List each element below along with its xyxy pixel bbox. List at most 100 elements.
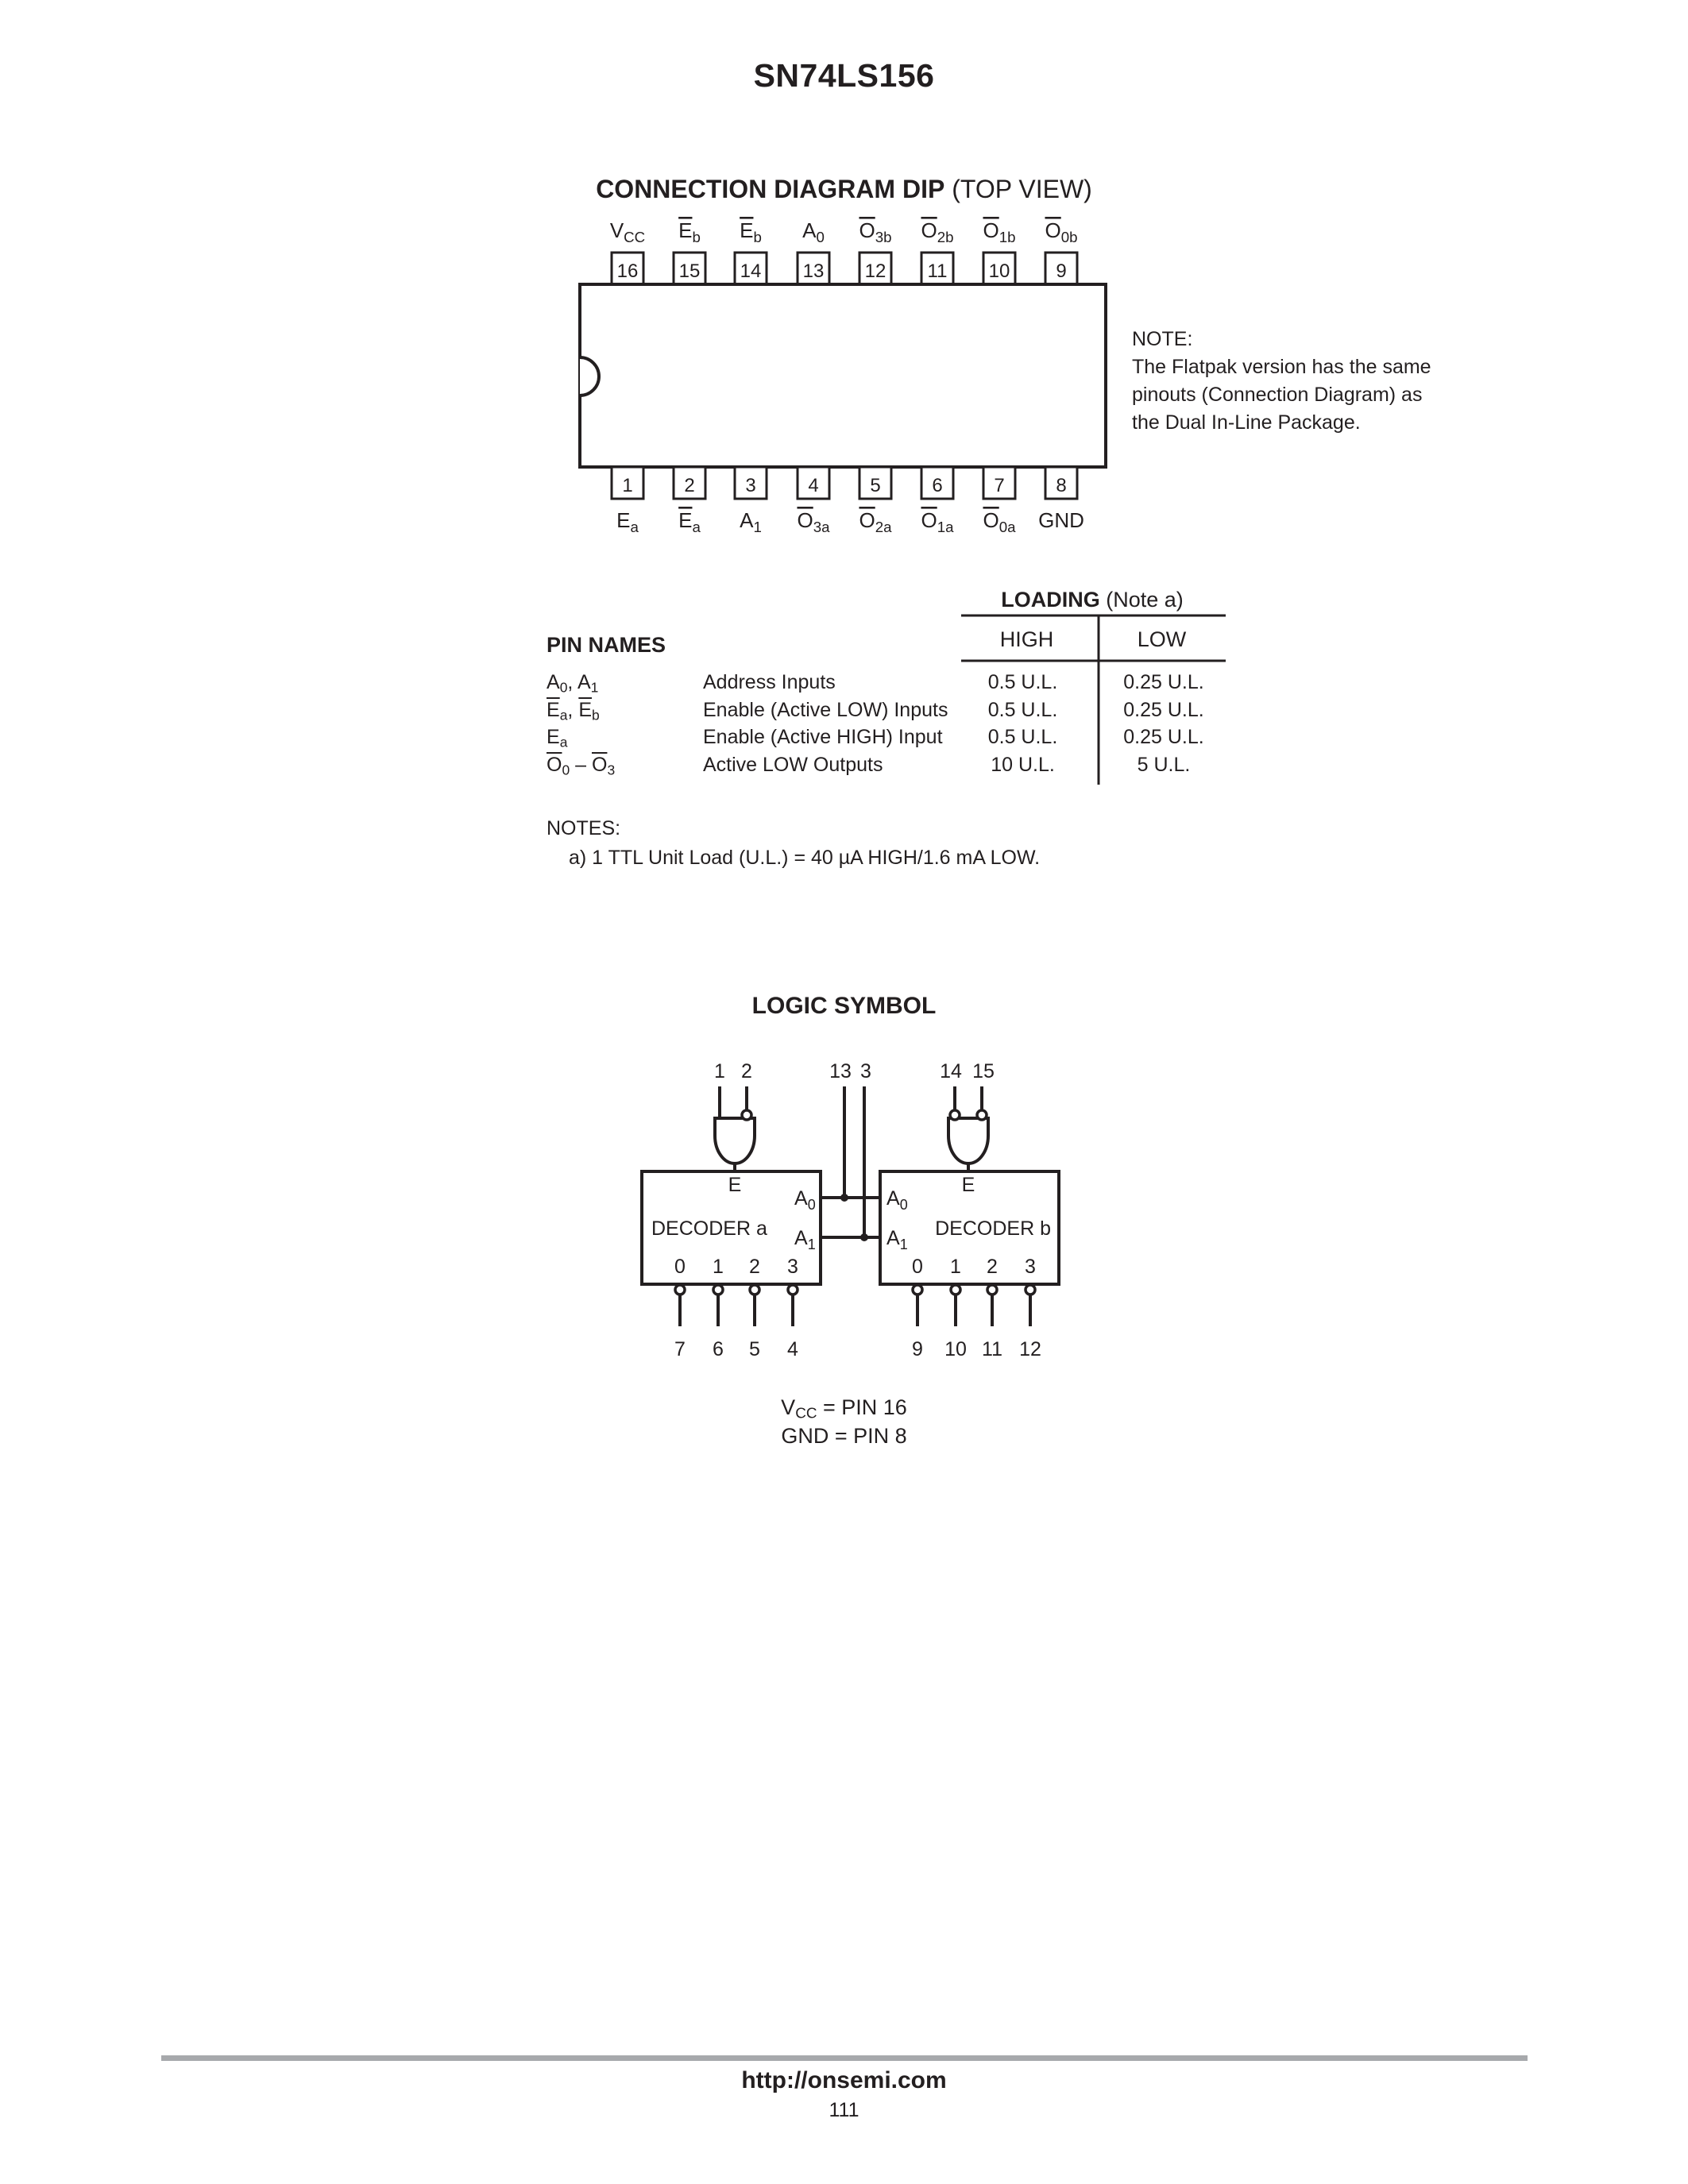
vcc-sub: CC [795, 1405, 817, 1422]
enable-pin-number: 1 [714, 1060, 725, 1082]
connection-diagram-heading-bold: CONNECTION DIAGRAM DIP [596, 175, 945, 203]
loading-low-value: 0.25 U.L. [1123, 671, 1204, 693]
dip-notch [579, 356, 601, 397]
note-line: NOTE: [1132, 328, 1193, 350]
document-title: SN74LS156 [753, 57, 935, 94]
inversion-bubble [986, 1283, 999, 1296]
loading-high-value: 0.5 U.L. [987, 699, 1058, 721]
pin-symbol: O0 – O3 [547, 754, 616, 778]
dip-pin-label: O0a [983, 508, 1016, 535]
dip-pin-number: 7 [994, 475, 1004, 496]
dip-pin-label: O1a [921, 508, 954, 535]
dip-pin-label: O1b [983, 218, 1015, 245]
dip-pin-number: 13 [803, 260, 825, 282]
dip-pin-number: 10 [989, 260, 1010, 282]
dip-pin-label: O3b [859, 218, 891, 245]
decoder-b-addr-label: A1 [886, 1227, 908, 1252]
pin-symbol: A0, A1 [547, 671, 599, 696]
pin-description: Enable (Active LOW) Inputs [703, 699, 948, 721]
dip-pin-number: 5 [870, 475, 880, 496]
dip-pin-label: Eb [678, 218, 701, 245]
inversion-bubble [674, 1283, 686, 1296]
decoder-a-output-pin: 4 [787, 1338, 798, 1360]
inversion-bubble [740, 1109, 753, 1121]
decoder-b-output-pin: 9 [912, 1338, 923, 1360]
loading-note-ref: (Note a) [1106, 588, 1184, 612]
connection-diagram-heading-view: (TOP VIEW) [952, 175, 1092, 203]
decoder-b-output-index: 0 [912, 1256, 923, 1278]
dip-pin [982, 465, 1017, 500]
address-pin-number: 13 [829, 1060, 852, 1082]
dip-pin-label: O0b [1045, 218, 1077, 245]
decoder-b-output-pin: 12 [1019, 1338, 1041, 1360]
dip-pin-label: O3a [797, 508, 830, 535]
pin-symbol: Ea [547, 726, 568, 751]
dip-pin-number: 2 [684, 475, 694, 496]
footer-url: http://onsemi.com [741, 2067, 947, 2093]
decoder-b-enable-label: E [962, 1174, 975, 1196]
dip-pin [1044, 465, 1079, 500]
dip-pin-number: 15 [679, 260, 701, 282]
dip-pin-number: 14 [740, 260, 762, 282]
decoder-b-output-index: 3 [1025, 1256, 1036, 1278]
pin-symbol: Ea, Eb [547, 699, 600, 723]
decoder-b-label: DECODER b [935, 1217, 1051, 1240]
loading-high-value: 0.5 U.L. [987, 726, 1058, 748]
loading-title: LOADING (Note a) [961, 588, 1223, 612]
loading-low-value: 0.25 U.L. [1123, 726, 1204, 748]
dip-pin [858, 465, 893, 500]
inversion-bubble [911, 1283, 924, 1296]
vcc-label: V [781, 1395, 796, 1419]
loading-high-value: 10 U.L. [991, 754, 1055, 776]
dip-pin [796, 465, 831, 500]
junction-dot [860, 1233, 868, 1241]
dip-pin-label: O2b [921, 218, 953, 245]
dip-pin-number: 6 [932, 475, 942, 496]
loading-table-rules [961, 614, 1226, 785]
enable-pin-number: 14 [940, 1060, 962, 1082]
inversion-bubble [1024, 1283, 1037, 1296]
decoder-a-output-index: 1 [713, 1256, 724, 1278]
inversion-bubble [975, 1109, 988, 1121]
decoder-a-output-pin: 5 [749, 1338, 760, 1360]
decoder-a-label: DECODER a [651, 1217, 767, 1240]
loading-col-high: HIGH [999, 627, 1054, 651]
loading-label: LOADING [1001, 588, 1100, 612]
and-gate-b [947, 1117, 990, 1165]
inversion-bubble [748, 1283, 761, 1296]
dip-pin [610, 465, 645, 500]
note-line: The Flatpak version has the same [1132, 356, 1431, 378]
inversion-bubble [949, 1283, 962, 1296]
notes-title: NOTES: [547, 817, 621, 839]
loading-low-value: 0.25 U.L. [1123, 699, 1204, 721]
note-line: the Dual In-Line Package. [1132, 411, 1361, 434]
dip-pin [796, 251, 831, 286]
enable-pin-number: 2 [741, 1060, 752, 1082]
pin-description: Active LOW Outputs [703, 754, 883, 776]
note-line: pinouts (Connection Diagram) as [1132, 384, 1423, 406]
decoder-b-output-pin: 10 [944, 1338, 967, 1360]
decoder-a-output-pin: 6 [713, 1338, 724, 1360]
decoder-b-output-pin: 11 [982, 1338, 1002, 1360]
decoder-a-addr-label: A1 [794, 1227, 816, 1252]
enable-pin-number: 15 [972, 1060, 995, 1082]
pin-description: Address Inputs [703, 671, 836, 693]
and-gate-a [713, 1117, 756, 1165]
inversion-bubble [786, 1283, 799, 1296]
decoder-a-output-pin: 7 [674, 1338, 686, 1360]
address-pin-number: 3 [860, 1060, 871, 1082]
dip-pin-label: VCC [610, 218, 645, 245]
inversion-bubble [948, 1109, 961, 1121]
inversion-bubble [712, 1283, 724, 1296]
dip-pin-number: 9 [1056, 260, 1066, 282]
dip-pin-number: 16 [617, 260, 639, 282]
dip-pin-number: 3 [745, 475, 755, 496]
dip-pin-label: Ea [678, 508, 701, 535]
pin-description: Enable (Active HIGH) Input [703, 726, 943, 748]
dip-pin [858, 251, 893, 286]
gnd-pin-note: GND = PIN 8 [781, 1424, 907, 1448]
dip-pin [672, 251, 707, 286]
